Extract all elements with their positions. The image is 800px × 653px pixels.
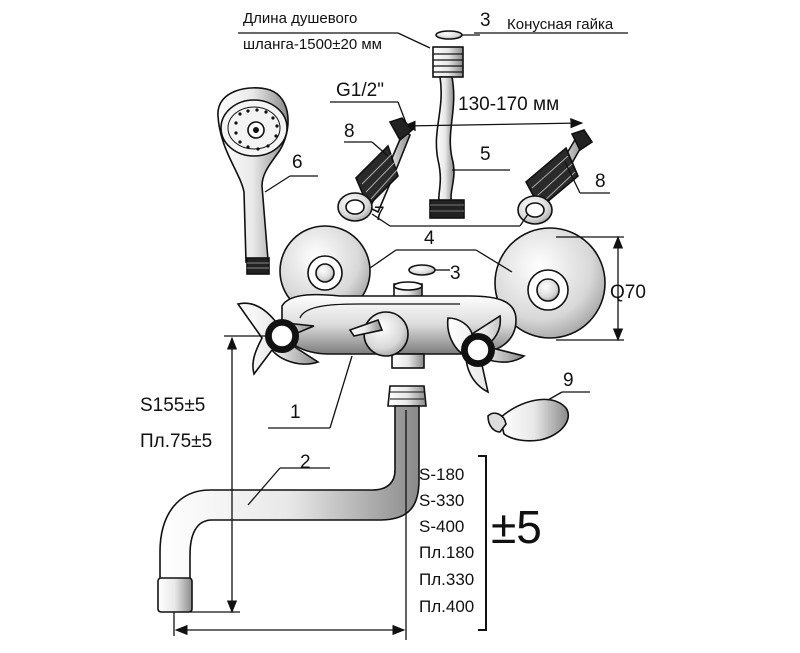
callout-4: 4: [424, 228, 435, 249]
thread-callout: G1/2": [330, 80, 409, 129]
spout-length-2: S-400: [419, 517, 464, 536]
gasket-3: 3: [408, 263, 461, 284]
flange-callout: 4: [369, 228, 513, 273]
fitting-callouts: 8 8 7: [344, 121, 610, 227]
decorative-flange-left: [279, 225, 371, 317]
diameter-label: Q70: [610, 282, 646, 303]
hose-note-line2: шланга-1500±20 мм: [243, 36, 382, 53]
spout-length-0: S-180: [419, 465, 464, 484]
spout: 2: [157, 385, 427, 613]
nut-label: Конусная гайка: [507, 16, 614, 33]
callout-3-mid: 3: [450, 263, 461, 284]
spout-length-dimension: [173, 410, 487, 640]
height-label-s: S155±5: [140, 395, 205, 416]
callout-9: 9: [563, 370, 574, 391]
spout-length-5: Пл.400: [419, 597, 474, 616]
height-dimension: S155±5 Пл.75±5: [140, 335, 268, 614]
callout-5: 5: [480, 144, 491, 165]
callout-6: 6: [292, 152, 303, 173]
eccentric-fitting-right: [517, 129, 594, 225]
spacing-dimension: 130-170 мм: [402, 94, 584, 132]
diameter-dimension: Q70: [556, 235, 646, 342]
spacing-label: 130-170 мм: [458, 94, 559, 115]
conical-nut: 3 Конусная гайка: [435, 10, 628, 40]
callout-2: 2: [300, 452, 311, 473]
spout-length-4: Пл.330: [419, 570, 474, 589]
mixer-body: 1: [236, 281, 526, 429]
callout-8-right: 8: [595, 171, 606, 192]
callout-8-left: 8: [344, 121, 355, 142]
callout-3-top: 3: [480, 10, 491, 31]
hose-length-note: Длина душевого шланга-1500±20 мм: [238, 10, 431, 53]
hand-shower: 6: [217, 87, 318, 275]
spout-length-3: Пл.180: [419, 543, 474, 562]
decorative-flange-right: [494, 227, 606, 339]
shower-wall-holder: 9: [487, 370, 590, 442]
spout-length-1: S-330: [419, 491, 464, 510]
thread-label: G1/2": [336, 80, 384, 101]
shower-hose: 5: [429, 46, 510, 219]
callout-1: 1: [290, 402, 301, 423]
tolerance-label: ±5: [491, 501, 542, 553]
hose-note-line1: Длина душевого: [243, 10, 357, 27]
spout-length-list: S-180 S-330 S-400 Пл.180 Пл.330 Пл.400 ±…: [419, 465, 542, 616]
callout-7: 7: [374, 204, 385, 225]
height-label-pl: Пл.75±5: [140, 431, 212, 452]
eccentric-fitting-left: [337, 117, 414, 222]
